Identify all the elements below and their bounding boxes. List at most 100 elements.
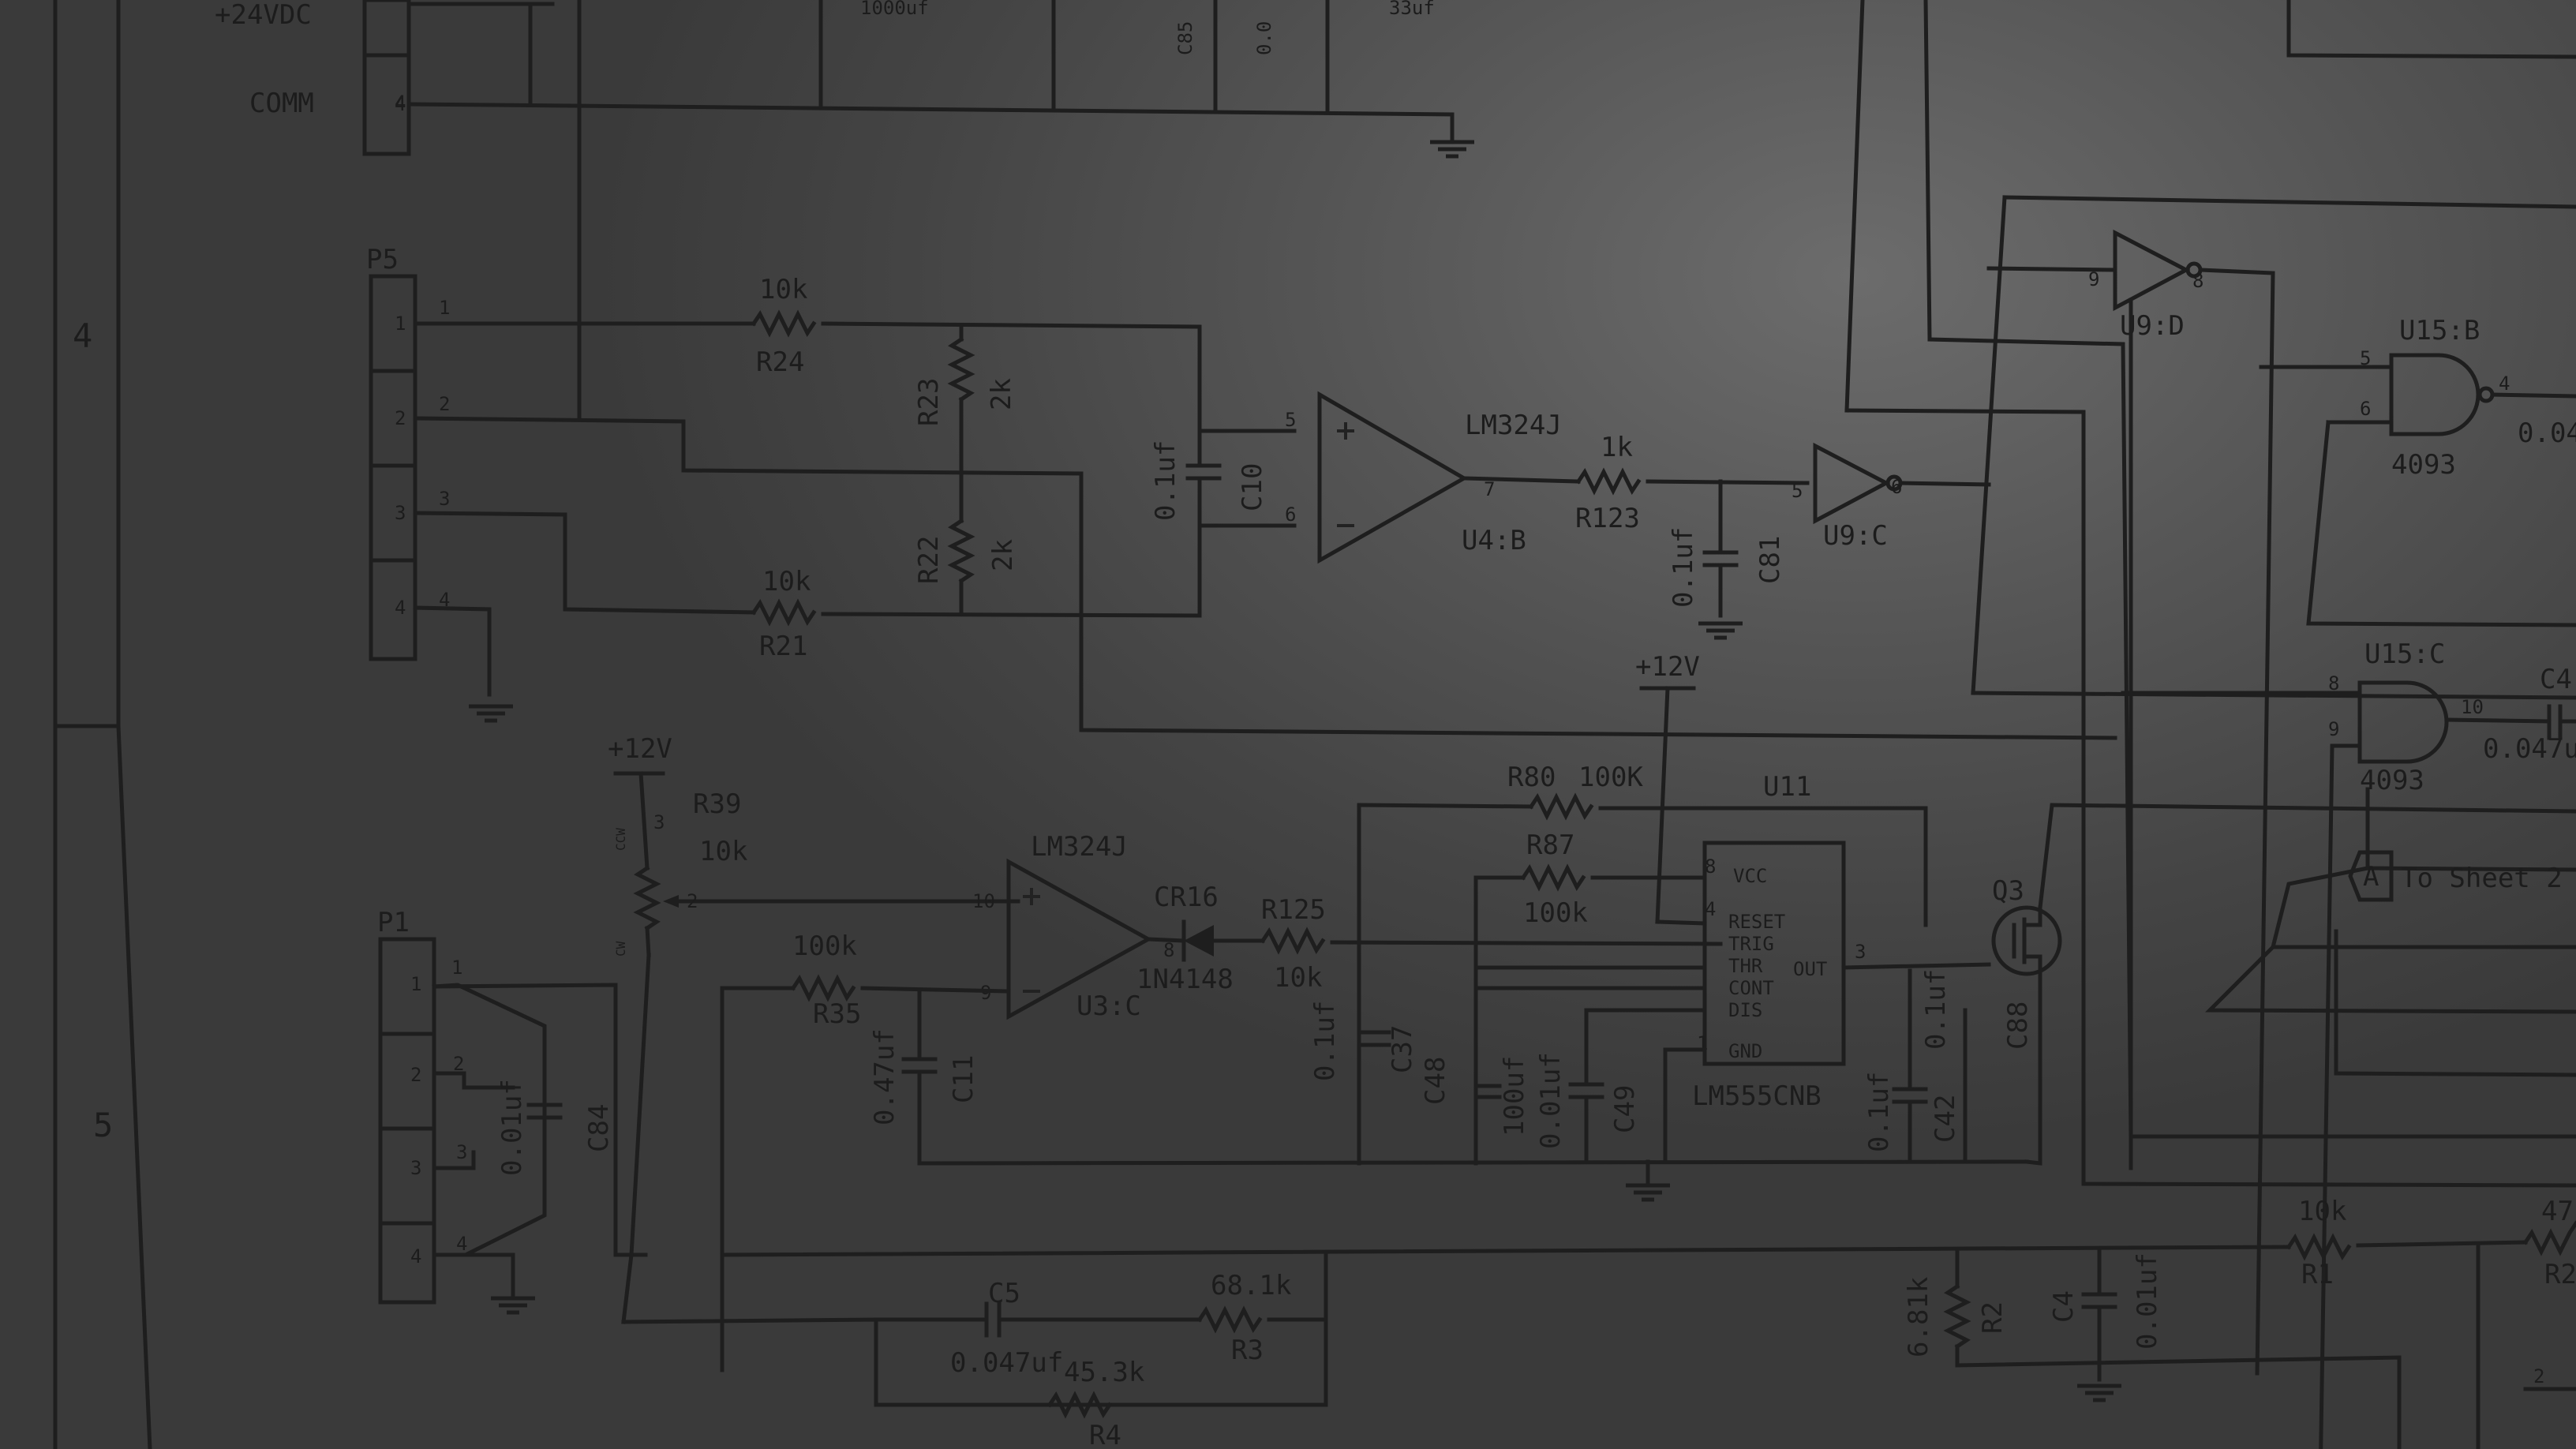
c84-value: 0.01uf [496,1079,528,1176]
r21-value: 10k [762,566,811,597]
svg-text:4: 4 [395,597,406,619]
zone-4-label: 4 [73,316,92,355]
svg-text:5: 5 [1792,480,1803,502]
c4-value: 0.01uf [2132,1252,2163,1350]
c42-ref: C42 [1930,1095,1961,1143]
c48-value: 100uf [1499,1056,1530,1136]
plus-24vdc-label: +24VDC [215,0,312,31]
r87-value: 100k [1523,897,1588,929]
r22-value: 2k [987,539,1019,571]
c11-value: 0.47uf [869,1028,900,1125]
c37-value: 0.1uf [1309,1001,1341,1081]
r3-ref: R3 [1231,1335,1264,1366]
svg-text:GND: GND [1728,1040,1762,1062]
svg-text:TRIG: TRIG [1728,933,1774,955]
svg-text:1: 1 [451,957,462,979]
c4-ref: C4 [2048,1290,2080,1323]
svg-text:RESET: RESET [1728,911,1785,933]
r123-value: 1k [1601,432,1633,463]
u4b-ref: U4:B [1462,525,1526,556]
power-connector: +24VDC COMM 4 4 1000uf C85 0.0 33uf [215,0,1474,421]
svg-text:2: 2 [453,1053,464,1075]
svg-text:5: 5 [1285,409,1296,431]
drawing-border: 4 5 [53,0,152,1449]
r23-ref: R23 [913,378,945,426]
svg-text:10: 10 [972,890,995,912]
svg-text:9: 9 [2088,268,2099,290]
svg-text:OUT: OUT [1793,958,1827,980]
svg-text:8: 8 [1705,856,1716,878]
svg-text:3: 3 [439,488,450,510]
svg-text:2: 2 [410,1064,421,1086]
c88-ref: C88 [2002,1002,2034,1050]
p1-label: P1 [377,907,410,938]
c11-ref: C11 [948,1055,979,1103]
svg-text:8: 8 [2192,270,2203,292]
r123-ref: R123 [1575,503,1640,534]
cap-0-04-label: 0.04 [2518,417,2576,449]
svg-text:3: 3 [395,502,406,524]
svg-text:4: 4 [395,92,406,114]
r2-ref: R2 [1977,1301,2009,1334]
r24-ref: R24 [756,346,804,378]
u3c-ref: U3:C [1076,990,1141,1022]
cr16-part: 1N4148 [1136,964,1234,995]
r39-ref: R39 [693,788,741,820]
r125-value: 10k [1274,962,1322,994]
svg-text:7: 7 [1484,478,1495,500]
r1-ref: R1 [2301,1259,2334,1290]
svg-text:8: 8 [2328,672,2339,695]
r39-value: 10k [699,836,747,867]
wire-bottom-divider [1079,613,2117,740]
r125-ref: R125 [1261,894,1326,926]
timer-u11: U11 LM555CNB VCC RESET TRIG THR CONT DIS… [1309,762,2576,1166]
svg-text:1: 1 [439,297,450,319]
cap-1000uf-label: 1000uf [860,0,929,19]
r23-value: 2k [986,378,1017,410]
comm-label: COMM [249,88,314,119]
c81-value: 0.1uf [1668,527,1699,608]
svg-text:9: 9 [2328,718,2339,740]
svg-text:1: 1 [410,973,421,995]
plus-12v-label-a: +12V [1635,651,1700,683]
svg-text:5: 5 [2360,347,2371,369]
svg-text:3: 3 [410,1157,421,1179]
svg-text:VCC: VCC [1733,865,1767,887]
connector-p1: P1 1 2 3 4 1 2 3 4 0.01uf C84 [377,907,648,1312]
svg-text:DIS: DIS [1728,999,1762,1021]
c81-ref: C81 [1754,536,1786,584]
u9c-ref: U9:C [1823,520,1888,552]
u15c-ref: U15:C [2364,638,2445,670]
c85-label: C85 [1174,21,1196,55]
svg-text:THR: THR [1728,955,1763,977]
c4x-ref: C4 [2540,664,2572,695]
svg-text:4: 4 [410,1245,421,1267]
svg-text:4: 4 [439,589,450,611]
r35-value: 100k [792,930,857,962]
svg-text:2: 2 [2533,1365,2544,1387]
c49-ref: C49 [1609,1085,1641,1133]
c42-value: 0.1uf [1863,1072,1895,1152]
r1-value: 10k [2298,1196,2346,1227]
r87-ref: R87 [1526,829,1574,861]
r80-ref: R80 [1507,762,1556,793]
svg-text:2: 2 [687,890,698,912]
bottom-network: C5 0.047uf 68.1k R3 45.3k R4 6.81k R2 C4… [621,1196,2576,1449]
c5-ref: C5 [988,1278,1020,1309]
svg-text:10: 10 [2461,696,2484,718]
svg-text:6: 6 [1891,476,1902,498]
r80-value: 100K [1578,762,1643,793]
ground-bus [917,1159,2029,1166]
u4b-part: LM324J [1465,410,1562,441]
svg-text:3: 3 [456,1141,467,1163]
svg-text:2: 2 [395,407,406,429]
u15b-ref: U15:B [2399,315,2480,346]
c5-value: 0.047uf [950,1347,1063,1379]
svg-text:4: 4 [2499,373,2510,395]
svg-text:4: 4 [1705,898,1716,920]
svg-text:4: 4 [395,93,406,115]
c37-ref: C37 [1387,1025,1418,1073]
input-network-u4: 10k R24 10k R21 R23 2k R22 2k 0.1uf C10 [413,274,1297,721]
r39-cw-label: CW [613,941,628,957]
offsheet-text: To Sheet 2 [2401,863,2563,894]
